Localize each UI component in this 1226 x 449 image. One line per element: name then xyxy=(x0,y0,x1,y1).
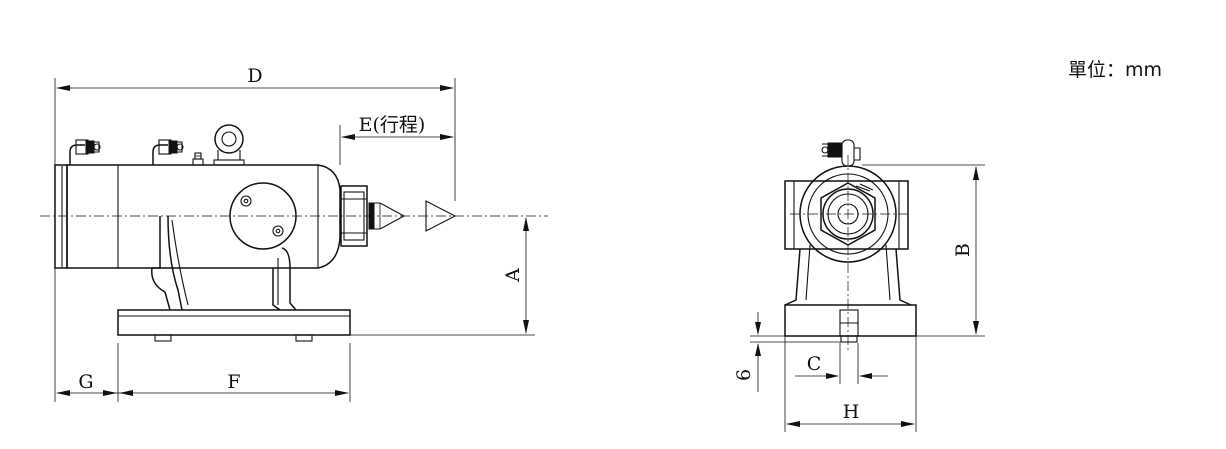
tip-assembly xyxy=(340,185,406,247)
dim-label-H: H xyxy=(843,401,860,423)
cylinder-body xyxy=(66,164,341,269)
dim-E: E(行程) xyxy=(339,114,454,165)
side-housing xyxy=(784,180,909,250)
dim-label-F: F xyxy=(227,371,240,393)
base-plate xyxy=(117,309,351,336)
dim-label-B: B xyxy=(952,243,974,257)
air-fitting-2 xyxy=(152,139,184,165)
round-cover xyxy=(229,182,297,250)
dim-label-C: C xyxy=(807,353,822,375)
dim-H: H xyxy=(784,336,917,432)
dim-label-G: G xyxy=(78,371,93,393)
eye-bolt xyxy=(213,124,245,166)
rear-cap xyxy=(54,164,68,269)
dim-G-F: G F xyxy=(54,268,351,402)
dim-C: C xyxy=(795,343,888,384)
dim-label-six: 6 xyxy=(733,369,755,381)
dim-D: D xyxy=(54,65,456,201)
front-support xyxy=(151,215,189,311)
dim-B: B xyxy=(862,164,985,337)
unit-note: 單位：mm xyxy=(1068,59,1163,81)
side-air-fitting xyxy=(821,139,861,167)
dim-label-A: A xyxy=(502,268,524,283)
dim-label-D: D xyxy=(247,65,262,87)
dim-label-E: E(行程) xyxy=(359,114,426,136)
stroke-end-marker xyxy=(425,200,457,232)
air-fitting-1 xyxy=(69,139,101,165)
small-screw xyxy=(192,152,204,166)
side-view: B 6 C H xyxy=(733,139,985,432)
rear-support xyxy=(272,247,297,311)
front-view: D E(行程) A G F xyxy=(40,65,548,402)
side-support-right xyxy=(895,248,912,306)
dim-A: A xyxy=(350,217,535,336)
side-support-left xyxy=(784,248,801,306)
dim-six: 6 xyxy=(733,312,841,392)
